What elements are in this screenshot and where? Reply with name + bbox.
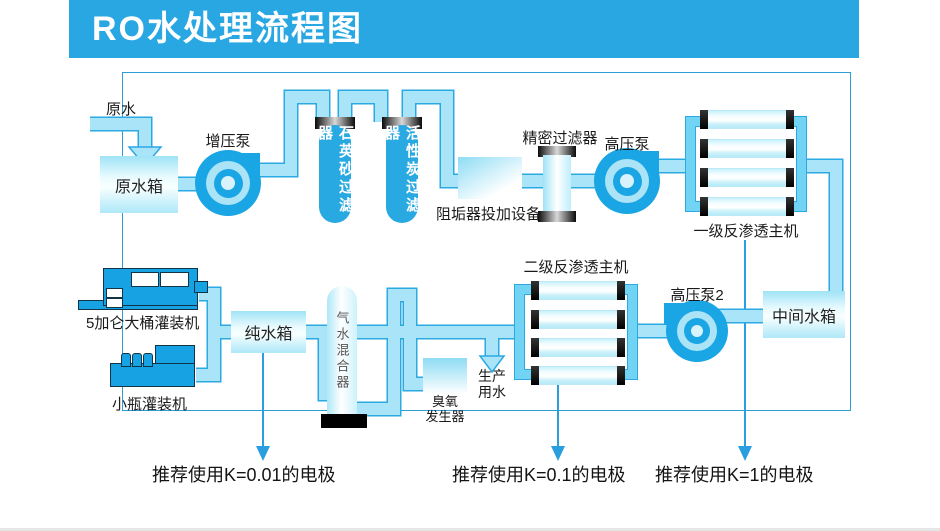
annotation-leader-lines bbox=[256, 240, 752, 461]
page-title: RO水处理流程图 bbox=[92, 10, 363, 48]
annotation-k001: 推荐使用K=0.01的电极 bbox=[152, 465, 336, 485]
raw-water-tank: 原水箱 bbox=[100, 156, 178, 213]
ro-membrane-tube bbox=[700, 110, 794, 129]
booster-pump bbox=[195, 150, 261, 216]
production-water-label: 生产 用水 bbox=[478, 368, 506, 400]
high-pressure-pump2-label: 高压泵2 bbox=[670, 287, 724, 304]
filler-panel bbox=[106, 288, 123, 298]
ozone-generator-label: 臭氧 发生器 bbox=[425, 394, 465, 424]
diagram-border bbox=[122, 72, 851, 411]
gas-water-mixer-label: 气水混合器 bbox=[334, 311, 350, 391]
ro-membrane-tube bbox=[531, 338, 625, 357]
annotation-k01: 推荐使用K=0.1的电极 bbox=[452, 465, 626, 485]
antiscalant-dosing-device bbox=[458, 157, 522, 199]
precision-filter-label: 精密过滤器 bbox=[522, 130, 598, 147]
ro-membrane-tube bbox=[531, 281, 625, 300]
intermediate-tank-label: 中间水箱 bbox=[771, 308, 836, 326]
bottle-icon bbox=[143, 353, 153, 367]
gas-water-mixer: 气水混合器 bbox=[327, 286, 357, 416]
ro-stage1-label: 一级反渗透主机 bbox=[693, 223, 799, 240]
high-pressure-pump-label: 高压泵 bbox=[604, 136, 650, 153]
ro-membrane-tube bbox=[700, 139, 794, 158]
filler-5gallon-label: 5加仑大桶灌装机 bbox=[86, 315, 200, 332]
precision-filter-top-cap bbox=[538, 146, 576, 157]
filler-window bbox=[131, 272, 159, 287]
annotation-k1: 推荐使用K=1的电极 bbox=[655, 465, 814, 485]
title-banner: RO水处理流程图 bbox=[69, 0, 859, 58]
booster-pump-label: 增压泵 bbox=[205, 133, 251, 150]
page-bottom-edge bbox=[0, 528, 940, 531]
ro-membrane-tube bbox=[531, 310, 625, 329]
down-arrow-icon bbox=[256, 446, 270, 461]
ro-membrane-tube bbox=[531, 366, 625, 385]
precision-filter bbox=[543, 155, 571, 213]
raw-water-tank-label: 原水箱 bbox=[114, 178, 163, 196]
ro-membrane-tube bbox=[700, 168, 794, 187]
quartz-filter-cap bbox=[315, 117, 355, 129]
activated-carbon-filter: 活性炭过滤器 bbox=[383, 125, 421, 223]
filler-small-label: 小瓶灌装机 bbox=[112, 396, 188, 413]
pure-water-tank-label: 纯水箱 bbox=[244, 326, 293, 343]
bottle-icon bbox=[121, 353, 131, 367]
filler-panel bbox=[106, 298, 123, 308]
down-arrow-icon bbox=[738, 446, 752, 461]
raw-water-label: 原水 bbox=[106, 101, 137, 118]
high-pressure-pump bbox=[594, 148, 660, 214]
high-pressure-pump-2 bbox=[664, 300, 728, 362]
pure-water-tank: 纯水箱 bbox=[231, 311, 306, 353]
quartz-sand-filter: 石英砂过滤器 bbox=[316, 125, 354, 223]
quartz-filter-label: 石英砂过滤器 bbox=[316, 125, 354, 215]
ozone-generator bbox=[423, 358, 467, 394]
down-arrow-icon bbox=[551, 446, 565, 461]
carbon-filter-cap bbox=[382, 117, 422, 129]
mixer-base bbox=[321, 414, 367, 428]
precision-filter-bottom-cap bbox=[538, 211, 576, 222]
antiscalant-doser-label: 阻垢器投加设备 bbox=[436, 206, 542, 223]
ro-membrane-tube bbox=[700, 197, 794, 216]
filler-inlet-tab bbox=[194, 281, 208, 293]
production-water-arrow-icon bbox=[478, 355, 506, 374]
bottle-icon bbox=[132, 353, 142, 367]
ro-stage2-label: 二级反渗透主机 bbox=[523, 259, 629, 276]
intermediate-water-tank: 中间水箱 bbox=[763, 291, 845, 338]
carbon-filter-label: 活性炭过滤器 bbox=[383, 125, 421, 215]
filler-window bbox=[160, 272, 189, 287]
